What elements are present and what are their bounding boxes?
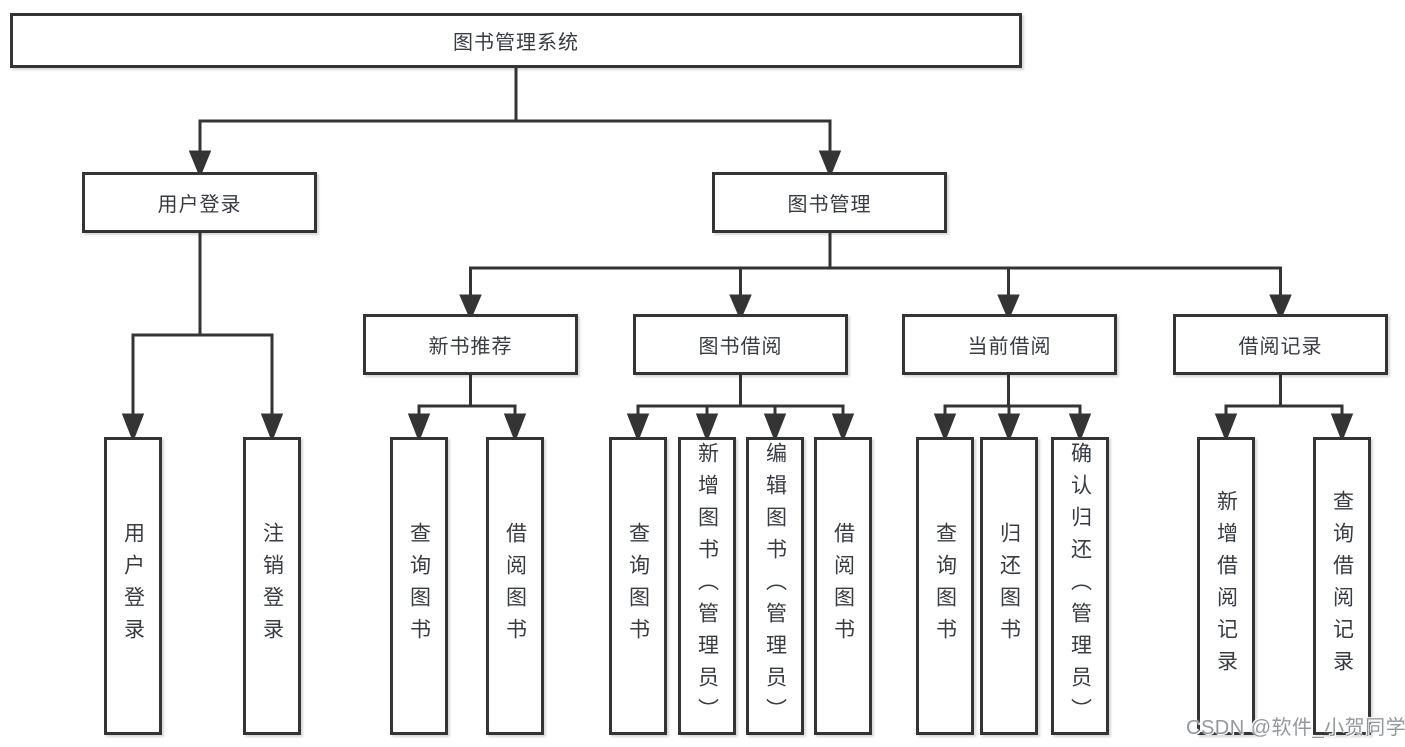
node-current-borrow-label: 当前借阅 (967, 336, 1052, 358)
arrowhead (997, 413, 1021, 443)
leaf-return-books-label: 归还图书 (997, 522, 1021, 650)
leaf-add-book-admin-label: 新增图书（管理员） (695, 442, 719, 730)
leaf-borrow-books-label: 借阅图书 (831, 522, 855, 650)
connector-borrow-children (626, 375, 855, 443)
connector-path (943, 375, 1082, 418)
connector-user-login-children (121, 233, 284, 443)
leaf-borrow-books-recommend-label: 借阅图书 (503, 522, 527, 650)
node-new-book-recommend: 新书推荐 (363, 314, 578, 375)
arrowhead (188, 150, 212, 178)
arrowhead (626, 413, 650, 443)
arrowhead (831, 413, 855, 443)
arrowhead (407, 413, 431, 443)
leaf-return-books: 归还图书 (980, 437, 1038, 735)
node-book-borrow: 图书借阅 (633, 314, 848, 375)
node-user-login-label: 用户登录 (157, 194, 242, 216)
connector-path (1224, 375, 1344, 418)
leaf-add-borrow-record-label: 新增借阅记录 (1214, 490, 1238, 682)
leaf-borrow-books: 借阅图书 (814, 437, 872, 735)
leaf-query-books-current-label: 查询图书 (933, 522, 957, 650)
leaf-borrow-books-recommend: 借阅图书 (486, 437, 544, 735)
leaf-query-borrow-record: 查询借阅记录 (1313, 437, 1371, 735)
leaf-query-books-current: 查询图书 (916, 437, 974, 735)
node-root-label: 图书管理系统 (453, 32, 579, 54)
connector-path (131, 233, 274, 418)
arrowhead (1068, 413, 1092, 443)
arrowhead (1214, 413, 1238, 443)
node-user-login: 用户登录 (82, 172, 317, 233)
leaf-user-login: 用户登录 (104, 437, 162, 735)
arrowhead (503, 413, 527, 443)
leaf-query-books-borrow: 查询图书 (609, 437, 667, 735)
node-book-borrow-label: 图书借阅 (698, 336, 783, 358)
csdn-watermark: CSDN @软件_小贺同学 (1186, 717, 1405, 739)
connector-records-children (1214, 375, 1354, 443)
arrowhead (1330, 413, 1354, 443)
leaf-logout: 注销登录 (243, 437, 301, 735)
connector-path (469, 233, 1282, 300)
connector-new-book-children (407, 375, 527, 443)
arrowhead (1269, 294, 1292, 321)
node-book-management: 图书管理 (712, 172, 947, 233)
arrowhead (818, 150, 842, 178)
arrowhead (997, 294, 1020, 321)
leaf-confirm-return-admin-label: 确认归还（管理员） (1068, 442, 1092, 730)
arrowhead (933, 413, 957, 443)
connector-path (636, 375, 845, 418)
node-current-borrow: 当前借阅 (902, 314, 1117, 375)
node-book-management-label: 图书管理 (787, 194, 872, 216)
connector-book-mgmt-to-level3 (459, 233, 1292, 321)
node-new-book-recommend-label: 新书推荐 (428, 336, 513, 358)
arrowhead (729, 294, 752, 321)
leaf-add-book-admin: 新增图书（管理员） (678, 437, 736, 735)
leaf-confirm-return-admin: 确认归还（管理员） (1051, 437, 1109, 735)
arrowhead (260, 413, 284, 443)
node-borrow-records: 借阅记录 (1173, 314, 1388, 375)
connector-current-children (933, 375, 1092, 443)
leaf-add-borrow-record: 新增借阅记录 (1197, 437, 1255, 735)
connector-path (198, 68, 832, 156)
arrowhead (459, 294, 482, 321)
arrowhead (763, 413, 787, 443)
node-root: 图书管理系统 (10, 13, 1022, 68)
leaf-user-login-label: 用户登录 (121, 522, 145, 650)
node-borrow-records-label: 借阅记录 (1238, 336, 1323, 358)
arrowhead (695, 413, 719, 443)
connector-path (417, 375, 517, 418)
leaf-query-borrow-record-label: 查询借阅记录 (1330, 490, 1354, 682)
leaf-query-books-borrow-label: 查询图书 (626, 522, 650, 650)
leaf-edit-book-admin: 编辑图书（管理员） (746, 437, 804, 735)
arrowhead (121, 413, 145, 443)
leaf-query-books-recommend: 查询图书 (390, 437, 448, 735)
connector-root-to-level2 (188, 68, 842, 178)
leaf-query-books-recommend-label: 查询图书 (407, 522, 431, 650)
leaf-logout-label: 注销登录 (260, 522, 284, 650)
leaf-edit-book-admin-label: 编辑图书（管理员） (763, 442, 787, 730)
